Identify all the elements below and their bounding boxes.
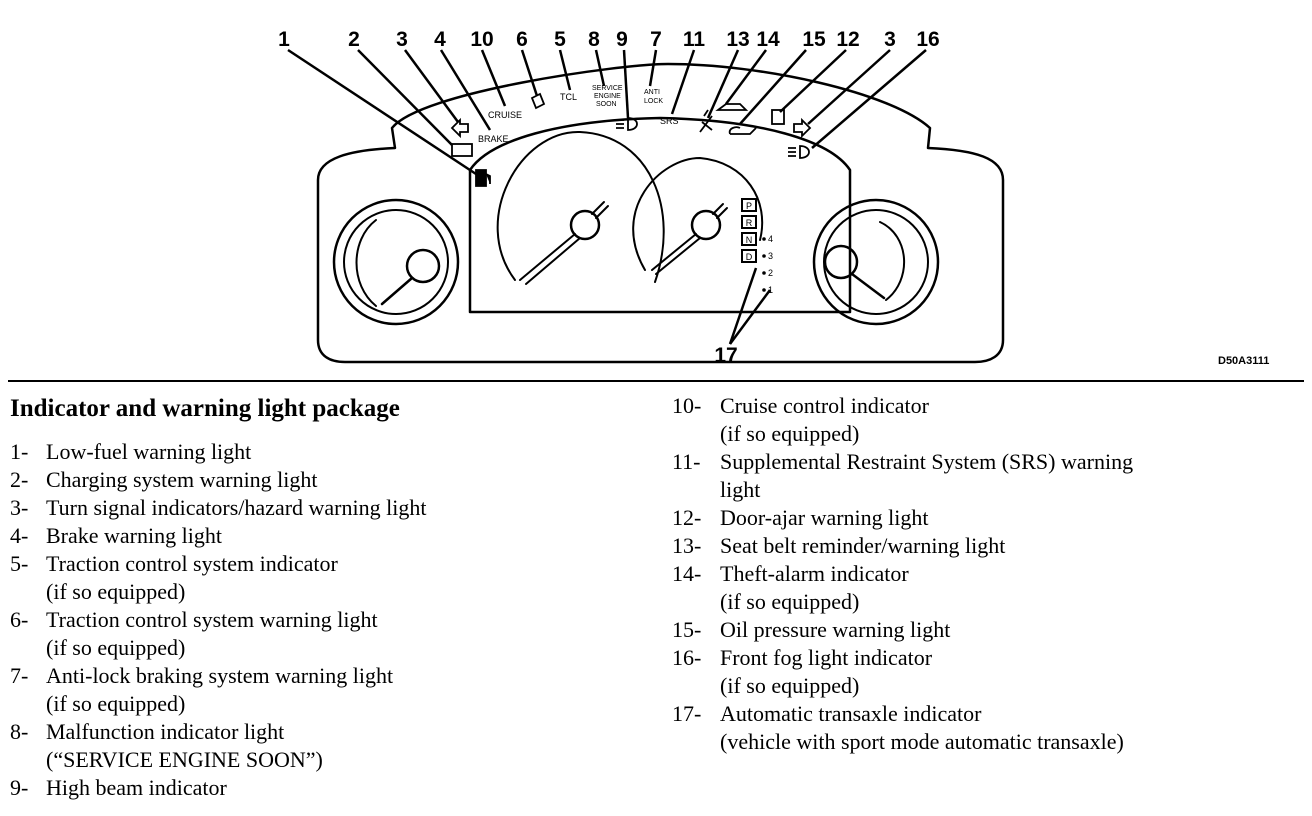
callout-16: 16 (916, 28, 939, 51)
callout-15: 15 (802, 28, 826, 51)
legend-item-8: 8-Malfunction indicator light(“SERVICE E… (10, 719, 323, 772)
lock-label: LOCK (644, 98, 663, 105)
figure-code: D50A3111 (1218, 355, 1269, 367)
engine-label: ENGINE (594, 93, 621, 100)
cruise-label: CRUISE (488, 110, 522, 120)
gear-indicator: P R N D 4 3 2 1 (741, 198, 773, 295)
callout-6: 6 (516, 28, 528, 51)
gear-n: N (746, 235, 753, 245)
callout-8: 8 (588, 28, 600, 51)
brake-label: BRAKE (478, 134, 509, 144)
service-label: SERVICE (592, 85, 623, 92)
tcl-label: TCL (560, 92, 577, 102)
speedometer (496, 130, 665, 283)
sport-gear-1: 1 (768, 285, 773, 295)
door-ajar-icon (771, 109, 785, 125)
callout-2: 2 (348, 28, 360, 51)
tachometer (632, 157, 764, 271)
callout-14: 14 (756, 28, 780, 51)
seat-belt-icon (699, 109, 713, 133)
legend-item-17: 17-Automatic transaxle indicator(vehicle… (672, 701, 1124, 754)
sport-gear-4: 4 (768, 234, 773, 244)
front-fog-icon (788, 145, 810, 159)
legend-title: Indicator and warning light package (10, 395, 400, 422)
gear-p: P (746, 201, 752, 211)
callout-9: 9 (616, 28, 628, 51)
divider-rule (8, 380, 1304, 382)
legend-item-1: 1-Low-fuel warning light (10, 439, 252, 464)
legend-right: 10-Cruise control indicator(if so equipp… (672, 392, 1308, 756)
fuel-pump-icon (475, 169, 491, 187)
right-gauge (812, 198, 940, 326)
callout-3b: 3 (884, 28, 896, 51)
callout-10: 10 (470, 28, 493, 51)
legend-item-3: 3-Turn signal indicators/hazard warning … (10, 495, 427, 520)
sport-gear-3: 3 (768, 251, 773, 261)
legend-item-10: 10-Cruise control indicator(if so equipp… (672, 393, 929, 446)
legend-item-16: 16-Front fog light indicator(if so equip… (672, 645, 933, 698)
soon-label: SOON (596, 101, 617, 108)
callout-17: 17 (714, 344, 737, 367)
legend-item-2: 2-Charging system warning light (10, 467, 318, 492)
callout-1: 1 (278, 28, 290, 51)
legend-left: Indicator and warning light package 1-Lo… (10, 392, 650, 802)
left-gauge (332, 198, 460, 326)
cluster-outline (316, 62, 1005, 364)
turn-right-icon (793, 117, 812, 139)
legend-item-11: 11-Supplemental Restraint System (SRS) w… (672, 449, 1134, 502)
oil-pressure-icon (728, 126, 757, 135)
legend-item-14: 14-Theft-alarm indicator(if so equipped) (672, 561, 909, 614)
cluster-face (468, 116, 852, 314)
legend-item-5: 5-Traction control system indicator(if s… (10, 551, 338, 604)
legend-item-13: 13-Seat belt reminder/warning light (672, 533, 1006, 558)
legend-item-15: 15-Oil pressure warning light (672, 617, 951, 642)
gear-r: R (746, 218, 753, 228)
tcs-warning-icon (530, 92, 546, 110)
legend-item-6: 6-Traction control system warning light(… (10, 607, 378, 660)
callout-11: 11 (683, 28, 706, 51)
turn-left-icon (450, 117, 469, 139)
callout-7: 7 (650, 28, 662, 51)
leader-lines (287, 48, 927, 345)
legend-item-9: 9-High beam indicator (10, 775, 227, 800)
legend-item-4: 4-Brake warning light (10, 523, 222, 548)
legend-item-7: 7-Anti-lock braking system warning light… (10, 663, 394, 716)
instrument-cluster-diagram: 1 2 3 4 10 6 5 8 9 7 11 13 14 15 12 3 16… (278, 28, 1269, 367)
srs-label: SRS (660, 116, 679, 126)
high-beam-icon (616, 117, 638, 131)
anti-label: ANTI (644, 89, 660, 96)
callout-12: 12 (836, 28, 859, 51)
sport-gear-2: 2 (768, 268, 773, 278)
gear-d: D (746, 252, 753, 262)
callout-3: 3 (396, 28, 408, 51)
legend-item-12: 12-Door-ajar warning light (672, 505, 929, 530)
callout-13: 13 (726, 28, 749, 51)
callout-5: 5 (554, 28, 566, 51)
theft-alarm-icon (715, 103, 749, 111)
callout-4: 4 (434, 28, 446, 51)
battery-icon (451, 143, 473, 157)
